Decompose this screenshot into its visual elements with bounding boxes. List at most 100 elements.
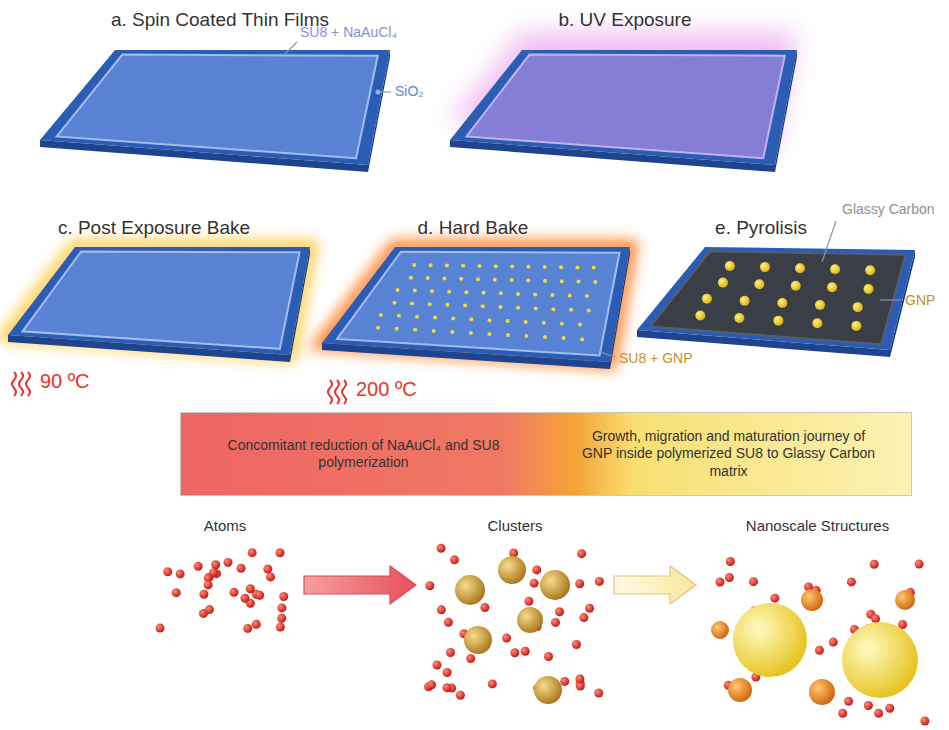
heat-icon	[12, 372, 16, 396]
atom-dot	[442, 683, 451, 692]
node-title: e. Pyrolisis	[636, 214, 886, 240]
leader-line	[600, 352, 615, 357]
atom-dot	[770, 594, 779, 603]
atom-dot	[829, 638, 838, 647]
cluster-sphere	[455, 575, 485, 605]
wafer	[450, 32, 797, 172]
small-particle	[728, 678, 752, 702]
atom-dot	[255, 591, 264, 600]
heat-icon	[342, 380, 346, 404]
wafer	[637, 247, 915, 357]
atom-dot	[163, 567, 172, 576]
atom-dot	[815, 646, 824, 655]
leader-line	[285, 42, 297, 54]
atom-dot	[156, 624, 165, 633]
small-particle	[711, 621, 729, 639]
atom-dot	[443, 668, 452, 677]
heat-icon	[19, 372, 23, 396]
atom-dot	[172, 588, 181, 597]
panel: b. UV Exposure	[430, 6, 820, 171]
atom-dot	[885, 704, 894, 713]
atom-dot	[726, 557, 735, 566]
atom-dot	[871, 614, 880, 623]
atom-dot	[555, 607, 564, 616]
atom-dot	[427, 680, 436, 689]
atom-dot	[456, 691, 465, 700]
process-arrow	[304, 566, 416, 604]
atom-dot	[715, 578, 724, 587]
cluster-sphere	[534, 676, 562, 704]
stage-group: Atoms	[150, 515, 300, 640]
atom-dot	[279, 592, 288, 601]
atom-dot	[246, 584, 255, 593]
cluster-sphere	[498, 556, 526, 584]
heat-icon	[328, 380, 332, 404]
atom-dot	[237, 564, 246, 573]
atom-dot	[211, 560, 220, 569]
atom-dot	[194, 562, 203, 571]
atom-dot	[276, 623, 285, 632]
atom-dot	[838, 709, 847, 718]
atom-dot	[205, 605, 214, 614]
leader-line	[822, 221, 836, 262]
atom-dot	[240, 594, 249, 603]
atom-dot	[488, 679, 497, 688]
node-title: Clusters	[420, 515, 610, 536]
atom-dot	[437, 605, 446, 614]
atom-dot	[248, 548, 257, 557]
cluster-sphere	[540, 570, 570, 600]
atom-dot	[725, 573, 734, 582]
atom-dot	[874, 709, 883, 718]
band-text: Concomitant reduction of NaAuCl₄ and SU8…	[181, 437, 546, 472]
wafer	[322, 247, 630, 369]
atom-dot	[275, 548, 284, 557]
atom-dot	[243, 624, 252, 633]
heat-icon	[26, 372, 30, 396]
atom-dot	[176, 569, 185, 578]
atom-dot	[532, 565, 541, 574]
atom-dot	[575, 579, 584, 588]
cluster-sphere	[517, 607, 543, 633]
atom-dot	[209, 568, 218, 577]
stage-group: Clusters	[420, 515, 610, 705]
atom-dot	[263, 565, 272, 574]
atom-dot	[277, 603, 286, 612]
atom-dot	[594, 689, 603, 698]
atom-dot	[844, 697, 853, 706]
atom-dot	[585, 604, 594, 613]
atom-dot	[572, 640, 581, 649]
process-band: Concomitant reduction of NaAuCl₄ and SU8…	[180, 412, 912, 496]
atom-dot	[266, 572, 275, 581]
atom-dot	[446, 648, 455, 657]
atom-dot	[521, 647, 530, 656]
callout-label: SiO₂	[395, 83, 424, 99]
atom-dot	[437, 544, 446, 553]
atom-dot	[444, 618, 453, 627]
atom-dot	[433, 660, 442, 669]
atom-dot	[560, 677, 569, 686]
atom-dot	[480, 603, 489, 612]
atom-dot	[749, 577, 758, 586]
callout-label: GNP	[905, 292, 935, 308]
atom-dot	[544, 652, 553, 661]
process-arrow	[614, 566, 696, 604]
small-particle	[801, 589, 823, 611]
leader-line	[880, 299, 901, 300]
atom-dot	[915, 560, 924, 569]
atom-dot	[450, 555, 459, 564]
atom-dot	[425, 581, 434, 590]
atom-dot	[466, 654, 475, 663]
band-text: Growth, migration and maturation journey…	[546, 428, 911, 481]
cluster-sphere	[464, 626, 492, 654]
small-particle	[895, 590, 915, 610]
node-title: Atoms	[150, 515, 300, 536]
node-title: d. Hard Bake	[318, 214, 628, 240]
callout-label: 200 ºC	[356, 378, 417, 401]
panel: e. Pyrolisis	[636, 214, 886, 404]
atom-dot	[230, 588, 239, 597]
nanoparticle	[733, 603, 807, 677]
atom-dot	[577, 549, 586, 558]
panel: d. Hard Bake	[318, 214, 628, 404]
